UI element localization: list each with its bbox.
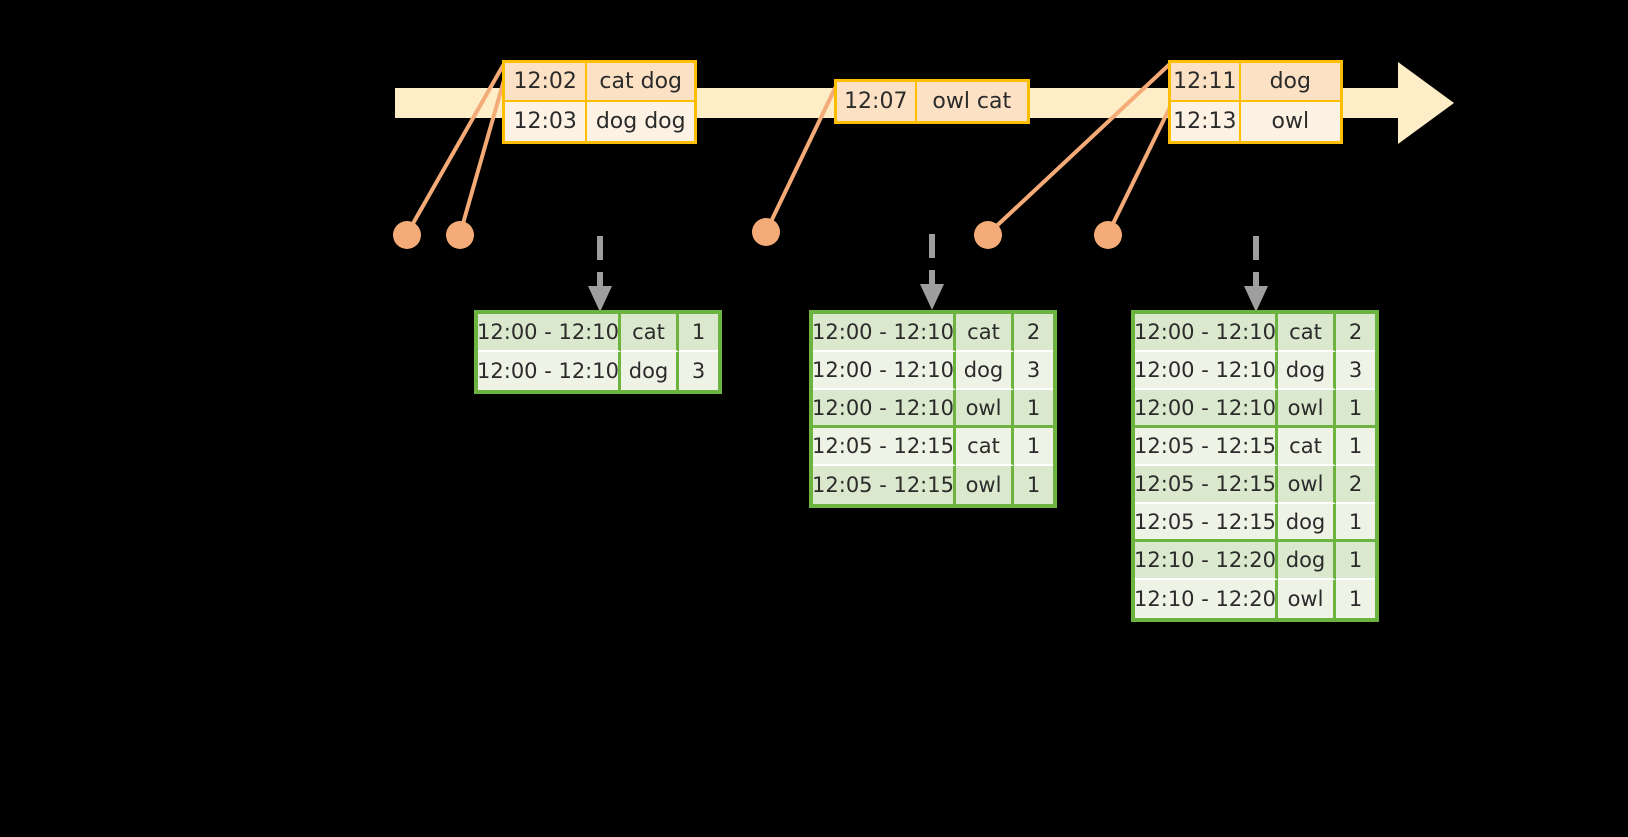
event-time: 12:11 xyxy=(1171,63,1241,102)
word-cell: cat xyxy=(1278,428,1336,466)
count-cell: 1 xyxy=(679,314,718,352)
event-row: 12:07 owl cat xyxy=(837,82,1027,121)
event-words: owl xyxy=(1240,102,1340,141)
count-cell: 3 xyxy=(679,352,718,390)
word-cell: cat xyxy=(956,428,1014,466)
count-cell: 1 xyxy=(1336,428,1375,466)
timeline-event-box-1[interactable]: 12:02 cat dog 12:03 dog dog xyxy=(502,60,697,144)
timeline-event-box-3[interactable]: 12:11 dog 12:13 owl xyxy=(1168,60,1343,144)
connector-dot-4 xyxy=(974,221,1002,249)
word-cell: dog xyxy=(1278,504,1336,542)
count-cell: 1 xyxy=(1336,390,1375,428)
window-cell: 12:05 - 12:15 xyxy=(1134,466,1278,504)
window-cell: 12:10 - 12:20 xyxy=(1134,542,1278,580)
window-cell: 12:00 - 12:10 xyxy=(1134,314,1278,352)
word-cell: dog xyxy=(621,352,679,390)
count-cell: 2 xyxy=(1014,314,1053,352)
dashed-arrow-head-1 xyxy=(588,286,612,312)
window-cell: 12:00 - 12:10 xyxy=(1134,390,1278,428)
word-cell: dog xyxy=(1278,542,1336,580)
word-cell: dog xyxy=(1278,352,1336,390)
word-cell: owl xyxy=(956,390,1014,428)
count-cell: 3 xyxy=(1014,352,1053,390)
event-words: cat dog xyxy=(587,63,694,102)
window-cell: 12:00 - 12:10 xyxy=(1134,352,1278,390)
word-cell: owl xyxy=(1278,580,1336,618)
event-row: 12:11 dog xyxy=(1171,63,1340,102)
count-cell: 3 xyxy=(1336,352,1375,390)
window-cell: 12:00 - 12:10 xyxy=(477,314,621,352)
window-cell: 12:05 - 12:15 xyxy=(1134,428,1278,466)
count-cell: 1 xyxy=(1336,542,1375,580)
event-time: 12:07 xyxy=(837,82,917,121)
window-cell: 12:00 - 12:10 xyxy=(812,314,956,352)
connector-dots xyxy=(393,218,1122,249)
window-cell: 12:10 - 12:20 xyxy=(1134,580,1278,618)
event-row: 12:03 dog dog xyxy=(505,102,694,141)
word-cell: owl xyxy=(1278,466,1336,504)
event-time: 12:02 xyxy=(505,63,588,102)
window-cell: 12:00 - 12:10 xyxy=(477,352,621,390)
count-cell: 1 xyxy=(1014,466,1053,504)
event-words: owl cat xyxy=(916,82,1027,121)
word-cell: cat xyxy=(621,314,679,352)
connector-dot-2 xyxy=(446,221,474,249)
event-words: dog xyxy=(1240,63,1340,102)
dashed-arrow-head-2 xyxy=(920,284,944,310)
connector-dot-3 xyxy=(752,218,780,246)
count-cell: 1 xyxy=(1336,580,1375,618)
count-cell: 1 xyxy=(1014,390,1053,428)
timeline-event-box-2[interactable]: 12:07 owl cat xyxy=(834,79,1030,124)
count-cell: 2 xyxy=(1336,314,1375,352)
word-cell: owl xyxy=(956,466,1014,504)
event-row: 12:02 cat dog xyxy=(505,63,694,102)
word-cell: cat xyxy=(1278,314,1336,352)
word-cell: cat xyxy=(956,314,1014,352)
event-row: 12:13 owl xyxy=(1171,102,1340,141)
word-cell: owl xyxy=(1278,390,1336,428)
dashed-arrow-head-3 xyxy=(1244,286,1268,312)
window-cell: 12:05 - 12:15 xyxy=(1134,504,1278,542)
window-cell: 12:00 - 12:10 xyxy=(812,390,956,428)
window-cell: 12:05 - 12:15 xyxy=(812,466,956,504)
event-time: 12:13 xyxy=(1171,102,1241,141)
connector-dot-1 xyxy=(393,221,421,249)
event-time: 12:03 xyxy=(505,102,588,141)
event-words: dog dog xyxy=(587,102,694,141)
window-cell: 12:00 - 12:10 xyxy=(812,352,956,390)
connector-line-5 xyxy=(1106,101,1174,236)
timeline-arrow-head xyxy=(1398,62,1454,144)
count-cell: 2 xyxy=(1336,466,1375,504)
connector-dot-5 xyxy=(1094,221,1122,249)
count-cell: 1 xyxy=(1014,428,1053,466)
count-cell: 1 xyxy=(1336,504,1375,542)
word-cell: dog xyxy=(956,352,1014,390)
window-cell: 12:05 - 12:15 xyxy=(812,428,956,466)
